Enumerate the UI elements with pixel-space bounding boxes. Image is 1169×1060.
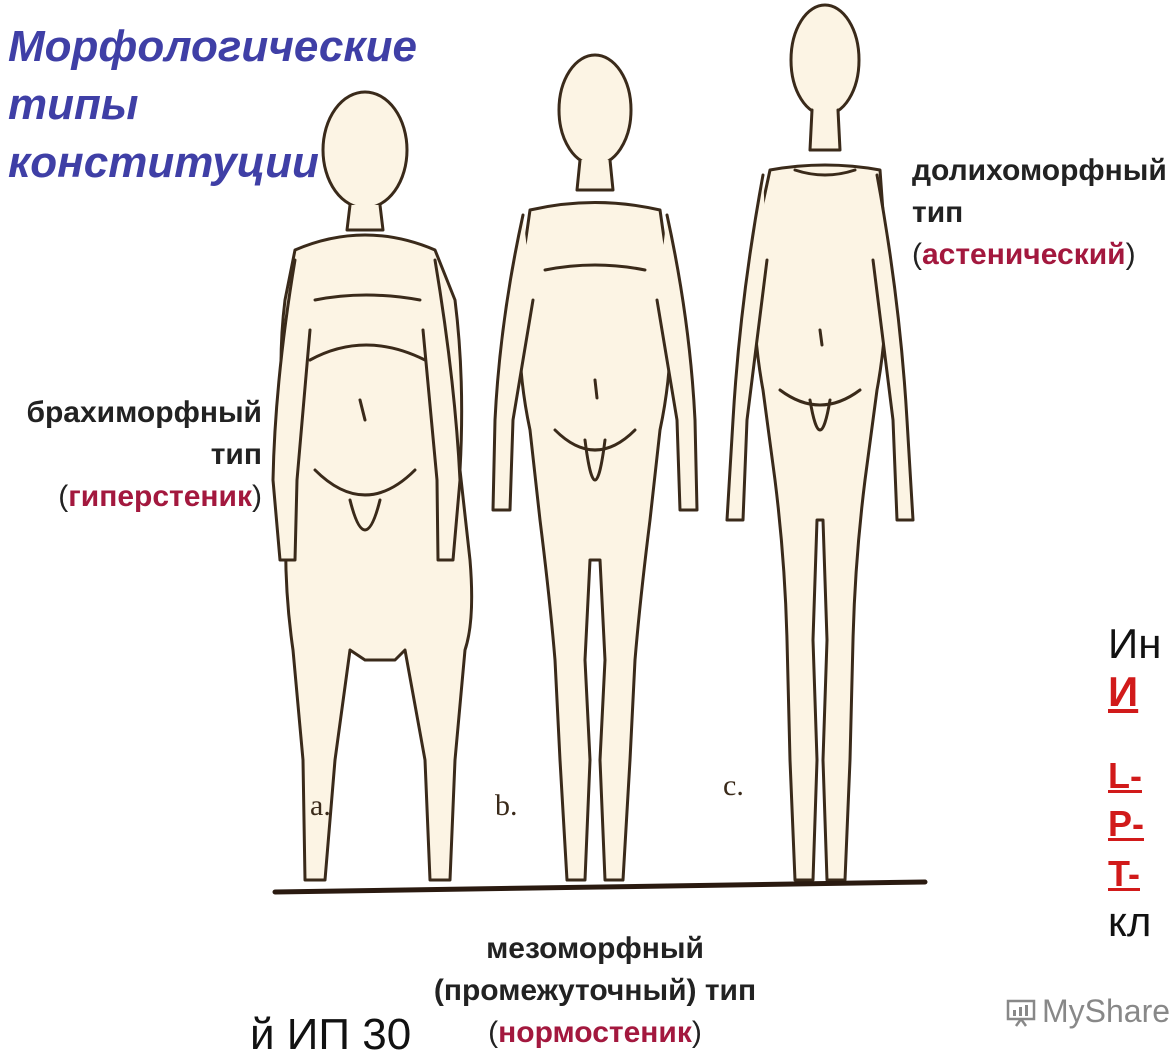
myshared-logo-icon [1006,997,1036,1027]
label-mesomorphic-line2: (промежуточный) тип [430,970,760,1012]
cut-text-line-2: И [1108,668,1138,716]
label-dolichomorphic: долихоморфный тип (астенический) [912,150,1167,276]
figure-mesomorphic [493,55,697,880]
cut-text-line-1: Ин [1108,620,1161,668]
bottom-cut-text: й ИП 30 [250,1010,411,1060]
label-brachymorphic: брахиморфный тип (гиперстеник) [10,392,262,518]
watermark-text: MyShared [1042,993,1169,1030]
figure-letter-c: c. [723,769,744,802]
figure-letter-b: b. [495,789,518,822]
label-dolichomorphic-type: (астенический) [912,234,1167,276]
label-mesomorphic: мезоморфный (промежуточный) тип (нормост… [430,928,760,1054]
label-mesomorphic-line1: мезоморфный [430,928,760,970]
figure-brachymorphic [273,92,472,880]
body-types-illustration: a. b. c. [255,0,930,930]
label-brachymorphic-type: (гиперстеник) [10,476,262,518]
label-dolichomorphic-line2: тип [912,192,1167,234]
cut-text-line-4: P- [1108,800,1144,848]
figure-letter-a: a. [310,789,331,822]
cut-text-line-5: T- [1108,850,1140,898]
watermark: MyShared [1006,993,1169,1030]
cut-text-line-6: кл [1108,898,1151,946]
cut-text-line-3: L- [1108,752,1142,800]
label-dolichomorphic-line1: долихоморфный [912,150,1167,192]
figure-dolichomorphic [727,5,913,880]
label-brachymorphic-line2: тип [10,434,262,476]
label-brachymorphic-line1: брахиморфный [10,392,262,434]
